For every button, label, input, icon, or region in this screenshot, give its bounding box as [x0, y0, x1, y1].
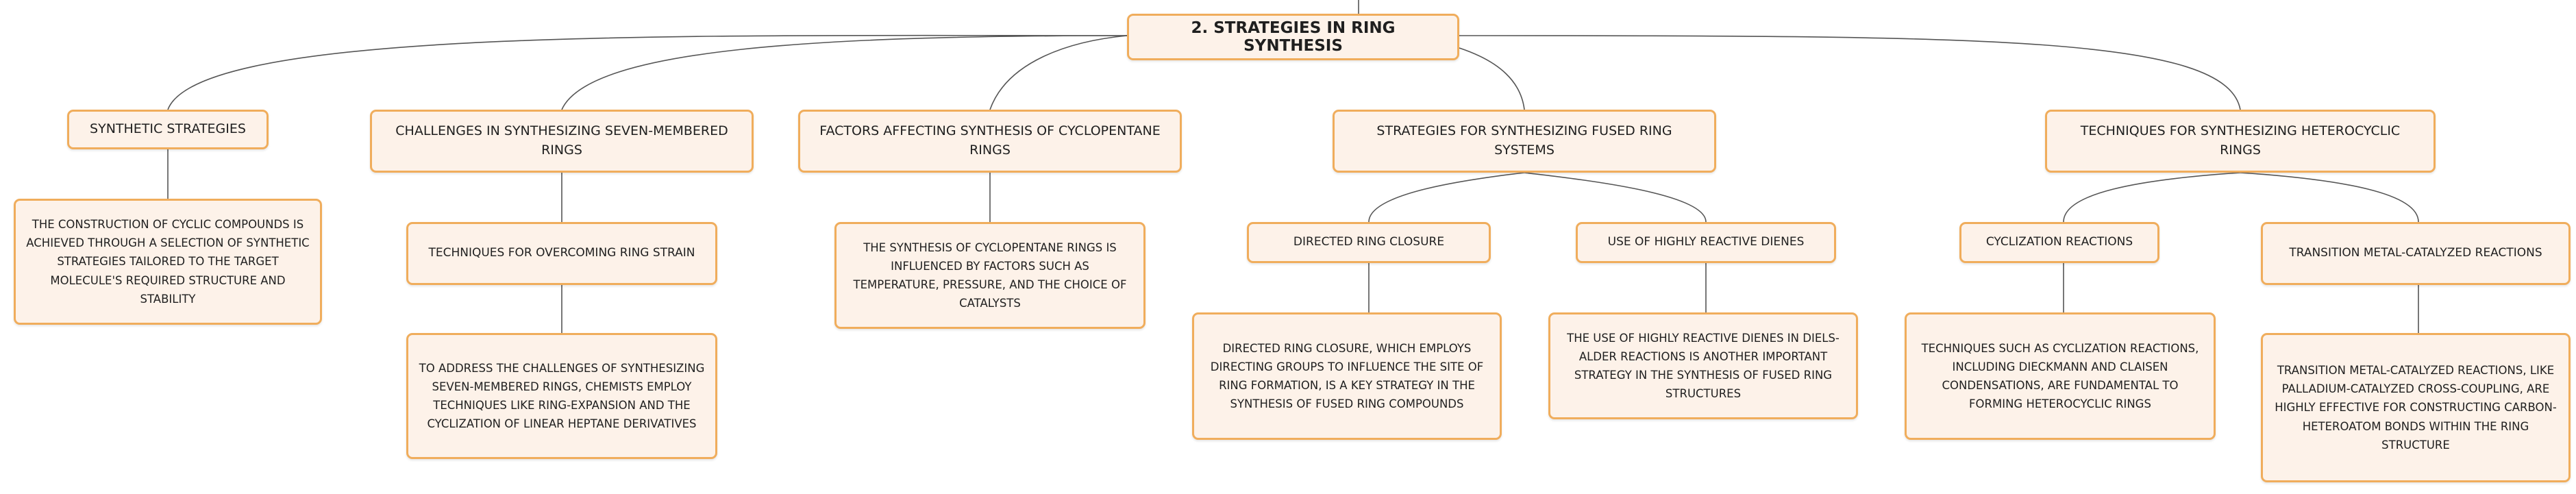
detail-text: THE CONSTRUCTION OF CYCLIC COMPOUNDS IS … [26, 217, 310, 306]
root-node[interactable]: 2. STRATEGIES IN RING SYNTHESIS [1127, 14, 1459, 60]
subbranch-title: USE OF HIGHLY REACTIVE DIENES [1607, 235, 1805, 249]
branch-fused-ring-systems[interactable]: STRATEGIES FOR SYNTHESIZING FUSED RING S… [1333, 110, 1716, 173]
detail-synthetic-strategies[interactable]: THE CONSTRUCTION OF CYCLIC COMPOUNDS IS … [14, 199, 322, 325]
connector-root-b5 [1459, 35, 2241, 110]
detail-text: TO ADDRESS THE CHALLENGES OF SYNTHESIZIN… [419, 361, 705, 431]
subbranch-overcoming-ring-strain[interactable]: TECHNIQUES FOR OVERCOMING RING STRAIN [406, 222, 717, 285]
detail-text: DIRECTED RING CLOSURE, WHICH EMPLOYS DIR… [1210, 341, 1484, 411]
branch-seven-membered-rings[interactable]: CHALLENGES IN SYNTHESIZING SEVEN-MEMBERE… [370, 110, 754, 173]
subbranch-cyclization-reactions[interactable]: CYCLIZATION REACTIONS [1959, 222, 2159, 263]
branch-cyclopentane-factors[interactable]: FACTORS AFFECTING SYNTHESIS OF CYCLOPENT… [798, 110, 1182, 173]
subbranch-title: CYCLIZATION REACTIONS [1985, 235, 2133, 249]
branch-title: STRATEGIES FOR SYNTHESIZING FUSED RING S… [1376, 123, 1672, 158]
detail-text: TECHNIQUES SUCH AS CYCLIZATION REACTIONS… [1921, 341, 2199, 411]
subbranch-title: TECHNIQUES FOR OVERCOMING RING STRAIN [428, 246, 695, 260]
detail-text: THE SYNTHESIS OF CYCLOPENTANE RINGS IS I… [853, 240, 1127, 310]
branch-title: CHALLENGES IN SYNTHESIZING SEVEN-MEMBERE… [395, 123, 728, 158]
subbranch-transition-metal-catalyzed[interactable]: TRANSITION METAL-CATALYZED REACTIONS [2261, 222, 2571, 285]
connector-root-b2 [561, 35, 1128, 110]
detail-overcoming-ring-strain[interactable]: TO ADDRESS THE CHALLENGES OF SYNTHESIZIN… [406, 333, 717, 459]
subbranch-title: TRANSITION METAL-CATALYZED REACTIONS [2289, 246, 2542, 260]
subbranch-reactive-dienes[interactable]: USE OF HIGHLY REACTIVE DIENES [1576, 222, 1836, 263]
branch-title: TECHNIQUES FOR SYNTHESIZING HETEROCYCLIC… [2080, 123, 2401, 158]
detail-text: TRANSITION METAL-CATALYZED REACTIONS, LI… [2275, 363, 2557, 452]
connector-b4-c1 [1368, 172, 1525, 223]
branch-synthetic-strategies[interactable]: SYNTHETIC STRATEGIES [67, 110, 269, 149]
detail-transition-metal-catalyzed[interactable]: TRANSITION METAL-CATALYZED REACTIONS, LI… [2261, 333, 2571, 482]
subbranch-title: DIRECTED RING CLOSURE [1293, 235, 1445, 249]
detail-text: THE USE OF HIGHLY REACTIVE DIENES IN DIE… [1567, 331, 1840, 401]
connector-b5-c2 [2240, 172, 2419, 223]
detail-cyclization-reactions[interactable]: TECHNIQUES SUCH AS CYCLIZATION REACTIONS… [1905, 312, 2216, 440]
branch-title: SYNTHETIC STRATEGIES [90, 121, 246, 137]
detail-directed-ring-closure[interactable]: DIRECTED RING CLOSURE, WHICH EMPLOYS DIR… [1192, 312, 1502, 440]
connector-b4-c2 [1524, 172, 1707, 223]
subbranch-directed-ring-closure[interactable]: DIRECTED RING CLOSURE [1247, 222, 1491, 263]
detail-cyclopentane-factors[interactable]: THE SYNTHESIS OF CYCLOPENTANE RINGS IS I… [834, 222, 1145, 329]
branch-heterocyclic-rings[interactable]: TECHNIQUES FOR SYNTHESIZING HETEROCYCLIC… [2045, 110, 2436, 173]
detail-reactive-dienes[interactable]: THE USE OF HIGHLY REACTIVE DIENES IN DIE… [1548, 312, 1858, 419]
connector-b5-c1 [2063, 172, 2241, 223]
connector-root-b3 [989, 35, 1128, 110]
connector-root-b4 [1459, 47, 1525, 110]
branch-title: FACTORS AFFECTING SYNTHESIS OF CYCLOPENT… [819, 123, 1161, 158]
root-title: 2. STRATEGIES IN RING SYNTHESIS [1191, 19, 1396, 55]
connector-root-b1 [167, 34, 1128, 110]
